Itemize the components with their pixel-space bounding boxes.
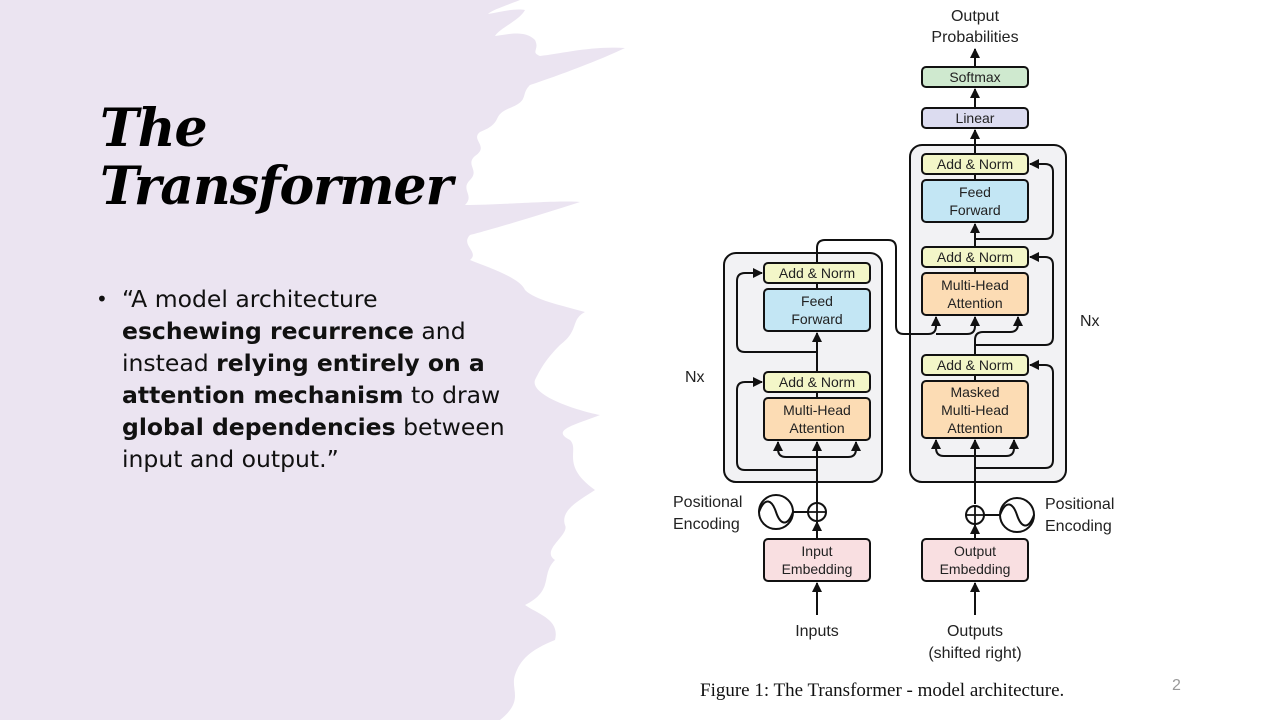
bullet-text-3: to draw bbox=[403, 381, 501, 409]
input-embedding-label-2: Embedding bbox=[782, 561, 853, 577]
figure-caption: Figure 1: The Transformer - model archit… bbox=[700, 680, 1065, 701]
output-embedding-label-1: Output bbox=[954, 543, 996, 559]
bullet-bold-3: global dependencies bbox=[122, 413, 396, 441]
output-label-2: Probabilities bbox=[931, 29, 1018, 46]
softmax-box bbox=[921, 66, 1029, 88]
sine-wave-icon bbox=[758, 500, 794, 524]
arrow bbox=[931, 439, 975, 457]
arrow bbox=[975, 439, 1019, 457]
decoder-feed-forward bbox=[921, 179, 1029, 223]
decoder-add-norm-top-label: Add & Norm bbox=[937, 156, 1013, 172]
decoder-ff-label-2: Forward bbox=[949, 202, 1000, 218]
residual-arrow bbox=[736, 268, 817, 353]
residual-arrow bbox=[975, 360, 1054, 469]
outputs-label-2: (shifted right) bbox=[928, 645, 1021, 662]
encoder-attention bbox=[763, 397, 871, 441]
slide-title: The Transformer bbox=[100, 98, 453, 217]
output-label-1: Output bbox=[951, 8, 1000, 25]
input-embedding-box bbox=[763, 538, 871, 582]
output-embedding-label-2: Embedding bbox=[940, 561, 1011, 577]
encoder-to-decoder-arrow bbox=[816, 239, 941, 335]
decoder-masked-label-2: Multi-Head bbox=[941, 402, 1009, 418]
decoder-pe-label-2: Encoding bbox=[1045, 518, 1112, 535]
encoder-add-norm-top-label: Add & Norm bbox=[779, 265, 855, 281]
plus-icon bbox=[808, 503, 826, 521]
arrow bbox=[974, 316, 1023, 354]
encoder-add-norm-bottom-label: Add & Norm bbox=[779, 374, 855, 390]
decoder-add-norm-bottom-label: Add & Norm bbox=[937, 357, 1013, 373]
encoder-pe-label-2: Encoding bbox=[673, 516, 740, 533]
bullet-bold-1: eschewing recurrence bbox=[122, 317, 414, 345]
linear-label: Linear bbox=[956, 110, 995, 126]
input-embedding-label-1: Input bbox=[801, 543, 832, 559]
page-number: 2 bbox=[1172, 677, 1181, 694]
bullet-list: “A model architecture eschewing recurren… bbox=[96, 283, 516, 475]
arrow bbox=[817, 441, 861, 458]
decoder-masked-attention bbox=[921, 380, 1029, 439]
decoder-cross-attn-label-2: Attention bbox=[947, 295, 1002, 311]
plus-icon bbox=[966, 506, 984, 524]
title-line-1: The bbox=[100, 98, 208, 159]
encoder-attn-label-1: Multi-Head bbox=[783, 402, 851, 418]
bullet-bold-2: relying entirely on a attention mechanis… bbox=[122, 349, 485, 409]
encoder-attn-label-2: Attention bbox=[789, 420, 844, 436]
decoder-cross-attn-label-1: Multi-Head bbox=[941, 277, 1009, 293]
inputs-label: Inputs bbox=[795, 623, 839, 640]
decoder-add-norm-mid-label: Add & Norm bbox=[937, 249, 1013, 265]
encoder-pe-label-1: Positional bbox=[673, 494, 742, 511]
linear-box bbox=[921, 107, 1029, 129]
encoder-feed-forward bbox=[763, 288, 871, 332]
arrow bbox=[936, 316, 980, 335]
outputs-label-1: Outputs bbox=[947, 623, 1003, 640]
decoder-pe-label-1: Positional bbox=[1045, 496, 1114, 513]
decoder-cross-attention bbox=[921, 272, 1029, 316]
residual-arrow bbox=[975, 159, 1054, 240]
decoder-masked-label-3: Attention bbox=[947, 420, 1002, 436]
decoder-masked-label-1: Masked bbox=[950, 384, 999, 400]
encoder-ff-label-1: Feed bbox=[801, 293, 833, 309]
residual-arrow bbox=[736, 377, 817, 471]
residual-arrow bbox=[975, 252, 1054, 346]
bullet-item: “A model architecture eschewing recurren… bbox=[96, 283, 516, 475]
encoder-stack bbox=[723, 252, 883, 483]
decoder-repeat-label: Nx bbox=[1080, 313, 1100, 330]
transformer-diagram: Output Probabilities Softmax Linear Add … bbox=[673, 8, 1114, 662]
decoder-ff-label-1: Feed bbox=[959, 184, 991, 200]
title-line-2: Transformer bbox=[100, 156, 453, 217]
bullet-text-2: and instead bbox=[122, 317, 466, 377]
bullet-text-4: between input and output.” bbox=[122, 413, 505, 473]
encoder-repeat-label: Nx bbox=[685, 369, 705, 386]
output-embedding-box bbox=[921, 538, 1029, 582]
bullet-text-1: “A model architecture bbox=[122, 285, 378, 313]
softmax-label: Softmax bbox=[949, 69, 1000, 85]
encoder-ff-label-2: Forward bbox=[791, 311, 842, 327]
arrow bbox=[773, 441, 817, 458]
sine-wave-icon bbox=[999, 503, 1035, 527]
